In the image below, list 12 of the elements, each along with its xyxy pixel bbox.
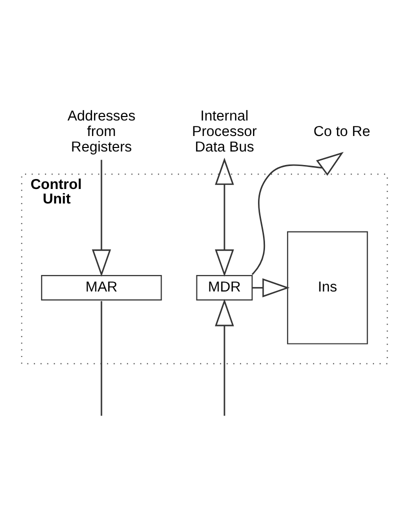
arrow <box>252 151 344 274</box>
node-box: MDR <box>196 274 253 300</box>
connector <box>100 300 102 416</box>
arrow <box>92 159 111 276</box>
arrow <box>214 157 234 276</box>
node-box: MAR <box>41 274 162 300</box>
arrow <box>214 298 234 416</box>
node-box: Ins <box>287 230 368 344</box>
node-text: Internal Processor Data Bus <box>192 108 257 155</box>
node-text: Addresses from Registers <box>67 108 136 155</box>
node-text: Co to Re <box>313 123 370 140</box>
arrow <box>252 278 290 297</box>
